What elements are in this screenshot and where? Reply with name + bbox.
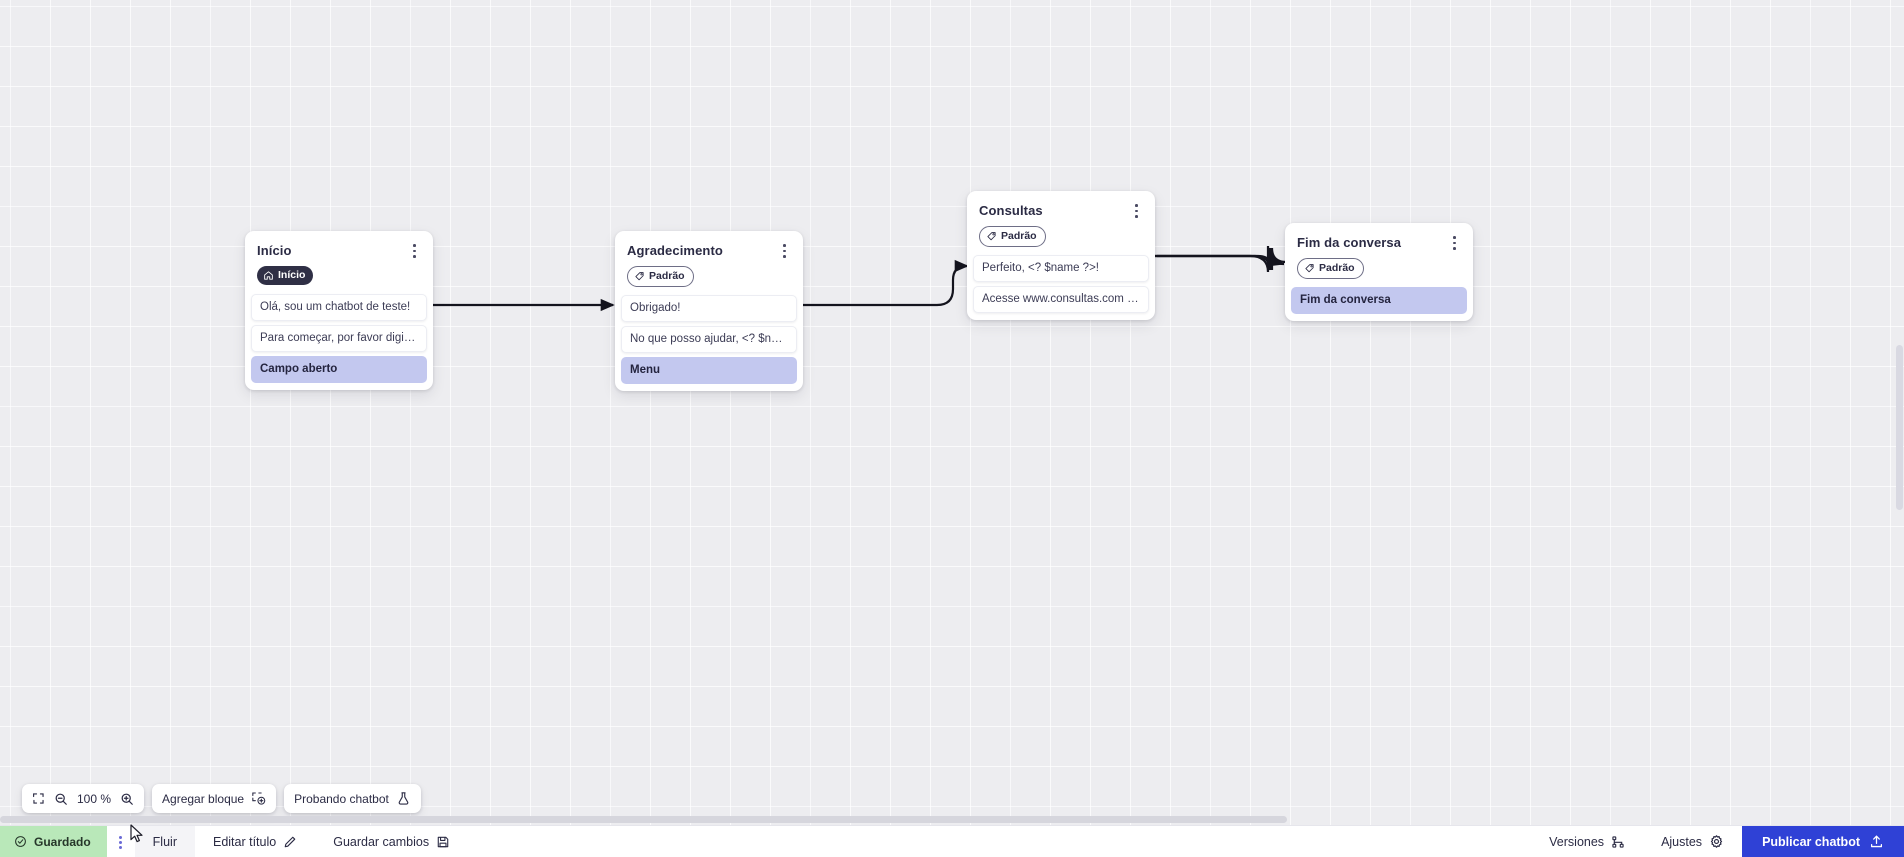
- node-menu-button[interactable]: [406, 242, 422, 260]
- node-menu-button[interactable]: [776, 242, 792, 260]
- publish-chatbot-button[interactable]: Publicar chatbot: [1742, 826, 1904, 857]
- settings-button[interactable]: Ajustes: [1643, 826, 1742, 857]
- node-badge-padrao[interactable]: Padrão: [979, 226, 1046, 247]
- node-badge-row: Padrão: [621, 260, 797, 295]
- node-row[interactable]: Perfeito, <? $name ?>!: [973, 254, 1149, 282]
- node-badge-row: Padrão: [1291, 252, 1467, 287]
- upload-icon: [1870, 835, 1883, 848]
- node-badge-label: Padrão: [649, 270, 685, 282]
- zoom-in-icon[interactable]: [120, 792, 134, 806]
- node-rows: Olá, sou um chatbot de teste! Para começ…: [251, 293, 427, 383]
- node-row-accent[interactable]: Fim da conversa: [1291, 286, 1467, 314]
- node-row-accent[interactable]: Campo aberto: [251, 355, 427, 383]
- node-rows: Obrigado! No que posso ajudar, <? $name …: [621, 294, 797, 384]
- branch-icon: [1612, 835, 1624, 848]
- canvas-horizontal-scrollbar[interactable]: [0, 815, 1904, 824]
- node-badge-label: Padrão: [1319, 262, 1355, 274]
- node-header: Consultas: [973, 197, 1149, 220]
- canvas-toolbar: 100 % Agregar bloque: [22, 784, 421, 813]
- bottom-status-bar: Guardado Fluir Editar título Guardar cam…: [0, 825, 1904, 857]
- fit-screen-icon[interactable]: [32, 792, 45, 805]
- home-icon: [264, 270, 273, 280]
- edge-consultas-to-fim: [1155, 247, 1285, 271]
- node-title: Consultas: [979, 203, 1043, 218]
- add-block-group[interactable]: Agregar bloque: [152, 784, 277, 813]
- node-rows: Fim da conversa: [1291, 286, 1467, 314]
- connector-layer: [433, 245, 1287, 312]
- pencil-icon: [284, 836, 296, 847]
- settings-label: Ajustes: [1661, 834, 1703, 849]
- save-changes-label: Guardar cambios: [333, 834, 430, 849]
- tag-icon: [987, 231, 996, 240]
- floppy-disk-icon: [437, 836, 449, 847]
- node-row[interactable]: Para começar, por favor digite o ...: [251, 324, 427, 352]
- status-badge-saved: Guardado: [0, 826, 107, 857]
- node-badge-row: Padrão: [973, 220, 1149, 255]
- node-title: Início: [257, 243, 292, 258]
- node-menu-button[interactable]: [1128, 202, 1144, 220]
- flow-node-inicio[interactable]: Início Início Olá, sou um chatbot de tes…: [245, 231, 433, 390]
- zoom-controls-group: 100 %: [22, 784, 145, 813]
- add-block-button[interactable]: Agregar bloque: [162, 791, 266, 806]
- zoom-out-icon[interactable]: [54, 792, 68, 806]
- zoom-level-label: 100 %: [77, 791, 112, 806]
- add-block-icon: [252, 792, 266, 805]
- flow-node-agradecimento[interactable]: Agradecimento Padrão Obrigado! No que po…: [615, 231, 803, 391]
- edge-consultas-to-fim-curve: [1157, 245, 1283, 273]
- bottom-bar-right: Versiones Ajustes Publicar chatbot: [1531, 826, 1904, 857]
- bottom-bar-left: Guardado Fluir Editar título Guardar cam…: [0, 826, 468, 857]
- node-row[interactable]: Obrigado!: [621, 294, 797, 322]
- tab-flow-label: Fluir: [152, 834, 177, 849]
- node-header: Agradecimento: [621, 237, 797, 260]
- node-title: Agradecimento: [627, 243, 723, 258]
- edit-title-label: Editar título: [212, 834, 277, 849]
- node-badge-row: Início: [251, 260, 427, 294]
- check-circle-icon: [15, 836, 26, 847]
- bottom-more-menu-button[interactable]: [107, 826, 135, 857]
- node-row[interactable]: Olá, sou um chatbot de teste!: [251, 293, 427, 321]
- flow-node-fim-da-conversa[interactable]: Fim da conversa Padrão Fim da conversa: [1285, 223, 1473, 321]
- node-header: Início: [251, 237, 427, 260]
- save-changes-button[interactable]: Guardar cambios: [315, 826, 468, 857]
- flow-canvas[interactable]: Início Início Olá, sou um chatbot de tes…: [0, 0, 1904, 825]
- node-row-accent[interactable]: Menu: [621, 356, 797, 384]
- test-chatbot-button[interactable]: Probando chatbot: [294, 791, 411, 806]
- node-header: Fim da conversa: [1291, 229, 1467, 252]
- node-badge-label: Início: [278, 269, 306, 281]
- add-block-label: Agregar bloque: [162, 791, 245, 806]
- edge-arrow-into-fim: [1261, 254, 1284, 267]
- edge-consultas-to-fim-arrow: [1155, 250, 1285, 271]
- node-badge-label: Padrão: [1001, 230, 1037, 242]
- scrollbar-thumb[interactable]: [1896, 345, 1903, 510]
- gear-icon: [1710, 835, 1723, 848]
- node-title: Fim da conversa: [1297, 235, 1402, 250]
- publish-label: Publicar chatbot: [1762, 834, 1860, 849]
- edit-title-button[interactable]: Editar título: [195, 826, 315, 857]
- flow-node-consultas[interactable]: Consultas Padrão Perfeito, <? $name ?>! …: [967, 191, 1155, 320]
- node-badge-padrao[interactable]: Padrão: [1297, 258, 1364, 279]
- node-badge-padrao[interactable]: Padrão: [627, 266, 694, 287]
- test-chatbot-group[interactable]: Probando chatbot: [284, 784, 421, 813]
- canvas-vertical-scrollbar[interactable]: [1895, 0, 1904, 825]
- saved-label: Guardado: [34, 834, 91, 849]
- tab-flow[interactable]: Fluir: [134, 826, 195, 857]
- scrollbar-thumb[interactable]: [0, 816, 1287, 823]
- tag-icon: [635, 271, 644, 280]
- versions-label: Versiones: [1549, 834, 1605, 849]
- versions-button[interactable]: Versiones: [1531, 826, 1643, 857]
- node-row[interactable]: Acesse www.consultas.com par...: [973, 285, 1149, 313]
- tag-icon: [1305, 263, 1314, 272]
- node-rows: Perfeito, <? $name ?>! Acesse www.consul…: [973, 254, 1149, 313]
- flask-icon: [398, 792, 409, 805]
- node-menu-button[interactable]: [1446, 234, 1462, 252]
- test-chatbot-label: Probando chatbot: [294, 791, 389, 806]
- edge-agradecimento-to-consultas: [803, 259, 969, 307]
- node-row[interactable]: No que posso ajudar, <? $name ...: [621, 325, 797, 353]
- edge-consultas-to-fim-tail: [1155, 247, 1287, 271]
- node-badge-inicio[interactable]: Início: [257, 266, 314, 285]
